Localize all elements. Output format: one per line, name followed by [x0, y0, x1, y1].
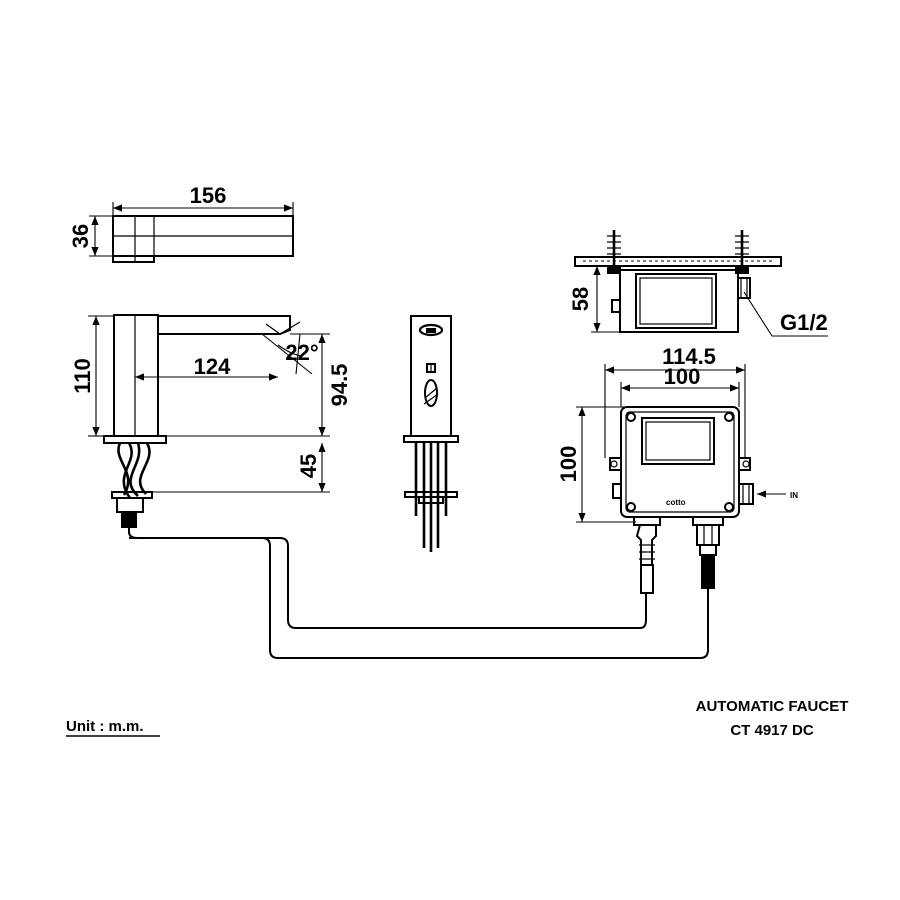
outlet-connector-right	[696, 524, 720, 546]
dim-114-5-label: 114.5	[662, 344, 716, 369]
thread-size-label: G1/2	[780, 310, 828, 335]
brand-label: cotto	[666, 498, 686, 507]
dim-100-width-label: 100	[664, 364, 701, 389]
dim-124-label: 124	[194, 354, 231, 379]
top-view: 156 36	[68, 183, 294, 263]
side-view: 110 124 22° 94.5 45	[70, 314, 352, 528]
dim-94-5-label: 94.5	[327, 364, 352, 407]
faucet-base	[103, 435, 167, 444]
dim-58-label: 58	[568, 287, 593, 311]
dim-156-label: 156	[190, 183, 227, 208]
inlet-fitting-side	[737, 277, 751, 299]
dim-36-label: 36	[68, 224, 93, 248]
unit-label: Unit : m.m.	[66, 718, 144, 735]
title-line-2: CT 4917 DC	[730, 722, 814, 739]
water-hose	[129, 537, 709, 659]
mounting-plate	[574, 256, 782, 267]
title-line-1: AUTOMATIC FAUCET	[696, 698, 849, 715]
control-box-front-view: IN cotto 114.5 100 100	[556, 344, 798, 594]
sensor-cable	[128, 528, 647, 629]
mounting-bolt-right	[735, 230, 749, 274]
control-box-side-view: G1/2 58	[568, 230, 828, 337]
dim-angle-label: 22°	[285, 340, 318, 365]
box-front-body	[620, 406, 740, 518]
front-view	[403, 315, 459, 552]
inlet-fitting	[738, 483, 754, 505]
front-logo-oval	[424, 379, 438, 407]
dim-110-label: 110	[70, 358, 95, 394]
faucet-body	[113, 314, 159, 437]
inlet-label: IN	[790, 491, 798, 500]
dim-45-label: 45	[296, 454, 321, 478]
dim-100-height-label: 100	[556, 446, 581, 483]
mounting-bolt-left	[607, 230, 621, 274]
box-side-body	[619, 269, 739, 333]
spout	[158, 315, 291, 335]
